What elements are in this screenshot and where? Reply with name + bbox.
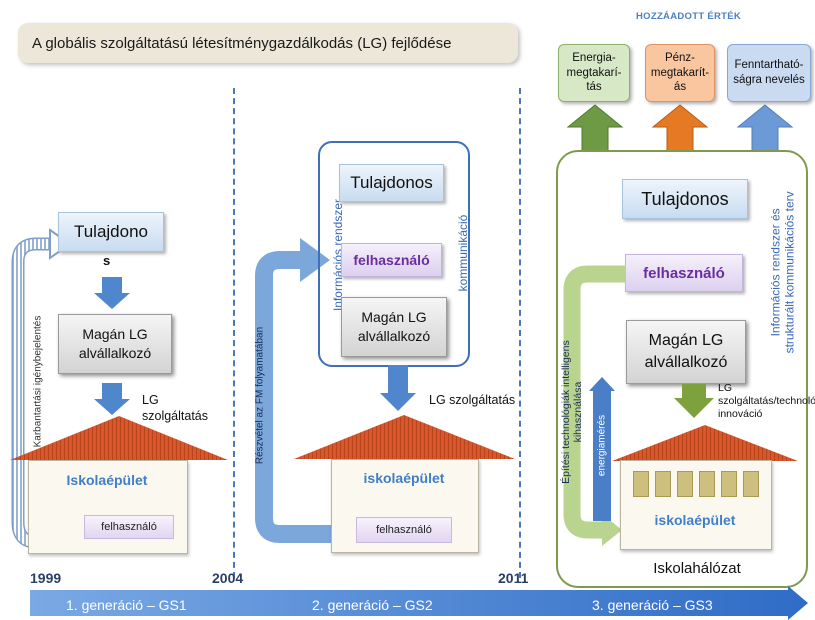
gen3-service-label: LG szolgáltatás/technológiai innováció — [718, 382, 815, 421]
energy-saving-box: Energia-megtakarí-tás — [558, 44, 630, 102]
smart-building-arrow — [563, 265, 626, 546]
gen2-user-box: felhasználó — [341, 243, 442, 277]
gen1-down-arrow-1 — [94, 277, 130, 309]
generation-1-label: 1. generáció – GS1 — [66, 597, 187, 613]
year-1999: 1999 — [30, 570, 62, 586]
gen1-down-arrow-2 — [94, 383, 130, 415]
gen3-contractor-box: Magán LG alvállalkozó — [626, 320, 746, 384]
window — [677, 471, 693, 497]
gen3-owner-box: Tulajdonos — [622, 179, 748, 219]
gen3-info-system-line2: strukturált kommunikációs terv — [783, 191, 797, 354]
gen2-communication-label: kommunikáció — [456, 214, 470, 292]
gen3-user-box: felhasználó — [625, 254, 743, 292]
gen3-windows — [633, 471, 759, 497]
gen3-info-system-line1: Információs rendszer és — [768, 208, 783, 337]
gen1-roof — [10, 416, 228, 460]
year-2004: 2004 — [212, 570, 244, 586]
gen1-service-label: LG szolgáltatás — [142, 393, 209, 424]
energy-measurement-arrow — [589, 377, 615, 521]
energy-up-arrow — [566, 104, 624, 152]
diagram-title-text: A globális szolgáltatású létesítménygazd… — [32, 34, 452, 52]
generation-2-label: 2. generáció – GS2 — [312, 597, 433, 613]
gen1-owner-suffix: s — [103, 253, 111, 268]
diagram-title: A globális szolgáltatású létesítménygazd… — [18, 23, 518, 63]
gen3-info-system-label: Információs rendszer és strukturált komm… — [769, 172, 798, 372]
year-2011: 2011 — [498, 570, 529, 586]
sustainability-education-box: Fenntartható-ságra nevelés — [727, 44, 811, 102]
smart-building-line1: Építési technológiák intelligens — [559, 340, 572, 484]
smart-building-label: Építési technológiák intelligens kihaszn… — [560, 332, 584, 492]
gen3-down-arrow — [674, 384, 714, 418]
gen2-user-box-small: felhasználó — [356, 517, 452, 543]
gen2-service-label: LG szolgáltatás — [429, 393, 516, 407]
window — [743, 471, 759, 497]
window — [633, 471, 649, 497]
smart-building-line2: kihasználása — [572, 381, 584, 443]
gen1-owner-label: Tulajdono — [73, 222, 149, 241]
separator-2011 — [519, 88, 521, 578]
participation-label: Részvétel az FM folyamatában — [254, 326, 266, 465]
timeline-arrow — [30, 586, 808, 620]
gen2-school-label: iskolaépület — [363, 470, 445, 486]
gen2-down-arrow — [380, 365, 416, 411]
gen1-school-label: Iskolaépület — [66, 472, 148, 488]
window — [699, 471, 715, 497]
participation-arrow — [255, 238, 336, 543]
window — [721, 471, 737, 497]
money-saving-box: Pénz-megtakarít-ás — [645, 44, 715, 102]
gen2-roof — [294, 415, 515, 459]
gen3-roof — [612, 425, 798, 461]
window — [655, 471, 671, 497]
gen2-owner-box: Tulajdonos — [339, 164, 444, 202]
gen2-contractor-box: Magán LG alvállalkozó — [341, 297, 447, 357]
generation-3-label: 3. generáció – GS3 — [592, 597, 713, 613]
added-value-heading: HOZZÁADOTT ÉRTÉK — [636, 11, 742, 22]
gen1-user-box: felhasználó — [84, 515, 174, 539]
sustainability-up-arrow — [736, 104, 794, 152]
school-network-label: Iskolahálózat — [653, 560, 741, 577]
gen1-owner-box: Tulajdono — [58, 212, 164, 252]
gen3-school-label: iskolaépület — [654, 512, 736, 528]
money-up-arrow — [651, 104, 709, 152]
separator-2004 — [233, 88, 235, 578]
energy-measurement-label: energiamérés — [596, 414, 608, 477]
school-network-frame — [556, 150, 808, 588]
gen1-contractor-box: Magán LG alvállalkozó — [58, 314, 172, 374]
